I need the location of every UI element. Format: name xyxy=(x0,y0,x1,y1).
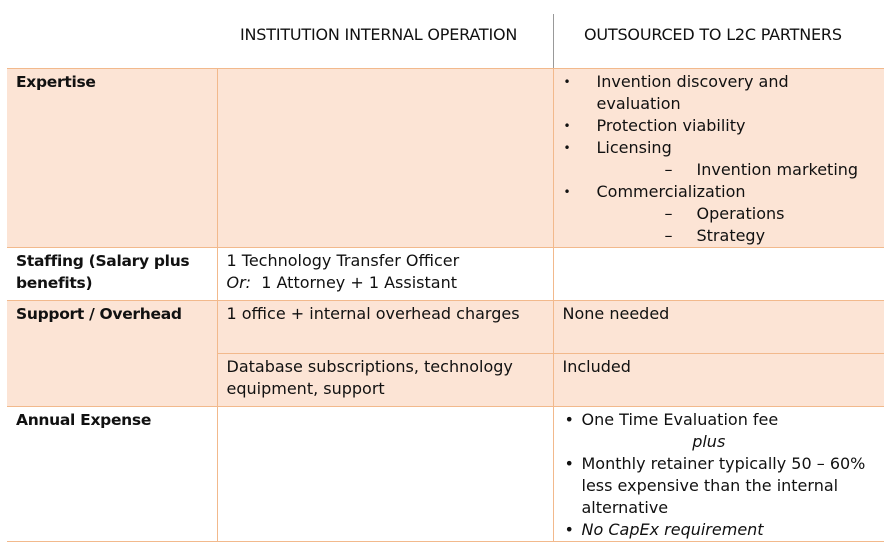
staffing-internal-cell: 1 Technology Transfer Officer Or: 1 Atto… xyxy=(217,247,554,301)
annual-internal-cell xyxy=(217,406,554,542)
sub-list-item: Operations xyxy=(597,203,876,225)
header-internal: INSTITUTION INTERNAL OPERATION xyxy=(240,24,518,44)
list-item: Protection viability xyxy=(563,115,876,137)
support-outsourced-b: Included xyxy=(553,353,884,407)
list-item: One Time Evaluation fee xyxy=(563,409,876,431)
list-item: Monthly retainer typically 50 – 60% less… xyxy=(563,453,876,519)
row-label-support: Support / Overhead xyxy=(16,305,182,323)
sub-list-item: Strategy xyxy=(597,225,876,247)
support-outsourced-a: None needed xyxy=(553,300,884,354)
list-item: Licensing Invention marketing xyxy=(563,137,876,181)
row-staffing: Staffing (Salary plus benefits) 1 Techno… xyxy=(7,247,884,301)
plus-text: plus xyxy=(692,432,726,451)
header-divider xyxy=(553,14,554,68)
list-item: No CapEx requirement xyxy=(563,519,876,541)
header-outsourced: OUTSOURCED TO L2C PARTNERS xyxy=(584,24,842,44)
row-support-a: Support / Overhead 1 office + internal o… xyxy=(7,300,884,407)
list-item: Commercialization Operations Strategy xyxy=(563,181,876,247)
row-annual: Annual Expense One Time Evaluation fee p… xyxy=(7,406,884,542)
row-label-expertise: Expertise xyxy=(16,73,96,91)
row-label-staffing: Staffing (Salary plus benefits) xyxy=(16,252,190,292)
comparison-table: Expertise Invention discovery and evalua… xyxy=(7,68,884,542)
staffing-outsourced-cell xyxy=(553,247,884,301)
row-label-annual: Annual Expense xyxy=(16,411,152,429)
support-internal-a: 1 office + internal overhead charges xyxy=(217,300,554,354)
expertise-internal-cell xyxy=(217,68,554,248)
support-internal-b: Database subscriptions, technology equip… xyxy=(217,353,554,407)
row-expertise: Expertise Invention discovery and evalua… xyxy=(7,68,884,248)
expertise-outsourced-cell: Invention discovery and evaluation Prote… xyxy=(553,68,884,248)
list-item: Invention discovery and evaluation xyxy=(563,71,876,115)
sub-list-item: Invention marketing xyxy=(597,159,876,181)
annual-outsourced-cell: One Time Evaluation fee plus Monthly ret… xyxy=(553,406,884,542)
